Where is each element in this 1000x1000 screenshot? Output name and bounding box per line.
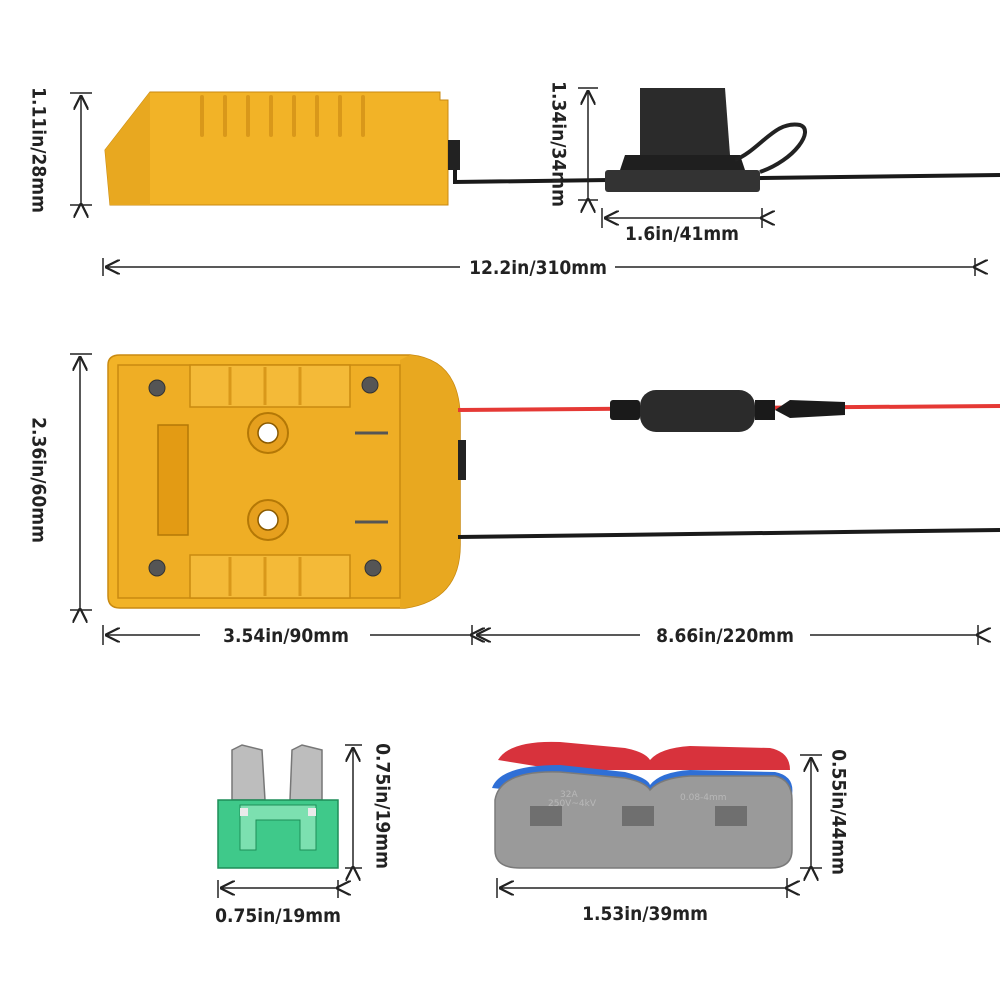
cable-black xyxy=(457,528,1000,539)
fuse-height-label: 0.75in/19mm xyxy=(372,743,394,869)
fuse-width-label: 0.75in/19mm xyxy=(215,905,341,927)
adapter-length-label: 3.54in/90mm xyxy=(223,625,349,647)
cable-side xyxy=(453,170,1000,185)
power-switch-icon xyxy=(458,440,466,480)
adapter-side-height-label: 1.11in/28mm xyxy=(28,87,50,213)
fuse-holder-height-label: 1.34in/34mm xyxy=(548,81,570,207)
total-length-label: 12.2in/310mm xyxy=(469,257,607,279)
adapter-side-view xyxy=(104,91,460,206)
connector-wire-range-text: 0.08-4mm xyxy=(680,793,727,803)
fuse-holder-length-label: 1.6in/41mm xyxy=(625,223,739,245)
adapter-top-view xyxy=(107,354,466,609)
connector-voltage-text: 250V~4kV xyxy=(548,799,597,809)
adapter-top-height-label: 2.36in/60mm xyxy=(28,417,50,543)
fuse-holder-side-view xyxy=(605,88,807,192)
connector-height-label: 0.55in/44mm xyxy=(828,749,850,875)
lever-wire-connector: 32A 250V~4kV 0.08-4mm xyxy=(492,741,793,869)
fuse-holder-top-view xyxy=(610,390,845,432)
blade-fuse xyxy=(217,744,339,869)
power-switch-icon xyxy=(448,140,460,170)
connector-length-label: 1.53in/39mm xyxy=(582,903,708,925)
cable-length-label: 8.66in/220mm xyxy=(656,625,794,647)
connector-rating-text: 32A xyxy=(560,790,578,800)
